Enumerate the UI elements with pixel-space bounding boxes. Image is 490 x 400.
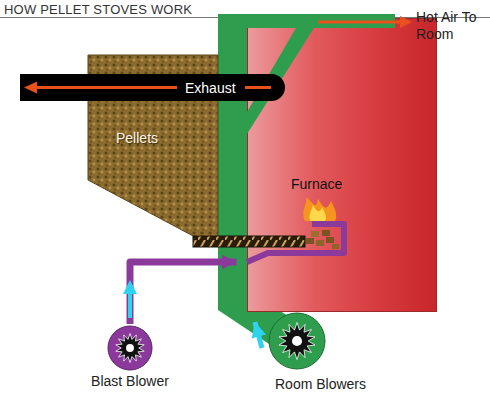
hot-air-arrow	[318, 21, 402, 24]
drawing-part	[311, 231, 319, 237]
heat-exchanger-duct	[247, 28, 314, 134]
blower-housing	[269, 313, 325, 369]
exhaust-arrow	[36, 86, 177, 89]
burn-pot-pipe	[247, 224, 344, 262]
node-text: Pellets	[116, 130, 160, 146]
blower-housing	[108, 326, 152, 370]
room-blower: Room Blowers	[262, 312, 374, 396]
air-pipe	[130, 262, 237, 324]
node-text: Room Blowers	[275, 376, 368, 392]
air-flow-arrowhead	[123, 280, 137, 294]
node-text: Exhaust	[185, 80, 237, 96]
room-air-arrow	[255, 322, 262, 348]
node-text: Furnace	[291, 176, 344, 192]
drawing-part	[332, 244, 339, 249]
blower-hub	[292, 336, 302, 346]
fire-flame	[303, 197, 336, 221]
diagram-title: HOW PELLET STOVES WORK	[4, 2, 192, 17]
drawing-part	[306, 238, 314, 244]
furnace-box: Furnace	[247, 18, 437, 312]
pellet-hopper-outline	[88, 55, 218, 237]
node-text: Blast Blower	[91, 373, 170, 389]
node-outline	[20, 74, 285, 101]
exhaust-duct: Exhaust	[20, 74, 285, 101]
hot-air-arrowhead	[400, 16, 412, 28]
blower-hub	[126, 344, 134, 352]
auger-screw	[193, 236, 305, 247]
drawing-part	[322, 230, 330, 236]
hot-air-label: Hot Air To Room	[416, 9, 482, 43]
drawing-part	[316, 240, 324, 246]
blower-fan	[116, 334, 144, 363]
blast-blower: Blast Blower	[80, 324, 180, 396]
fire-core	[309, 205, 326, 221]
drawing-part	[326, 237, 334, 243]
room-air-duct	[218, 14, 247, 296]
air-flow-arrow	[128, 293, 132, 318]
exhaust-arrowhead	[24, 82, 37, 94]
blower-fan	[279, 323, 315, 360]
exhaust-arrow-tail	[245, 86, 271, 89]
hot-air-duct	[218, 14, 395, 28]
burn-pot-pellets	[306, 230, 339, 249]
